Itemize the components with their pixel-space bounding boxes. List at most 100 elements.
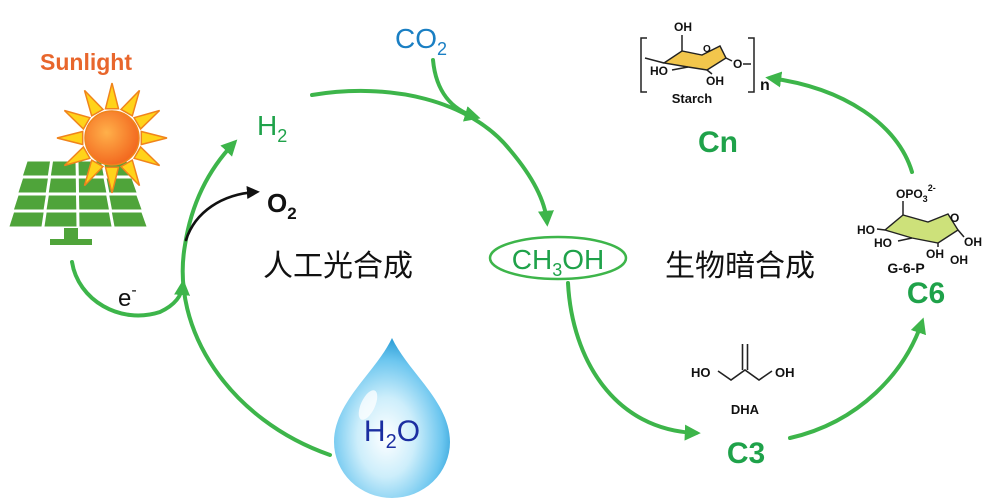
starch-bond-right xyxy=(725,57,733,62)
g6p-group-ho2: HO xyxy=(874,236,892,250)
g6p-group-oh1: OH xyxy=(926,247,944,261)
g6p-group-oh2: OH xyxy=(964,235,982,249)
sun-ray xyxy=(83,89,105,118)
solar-cell xyxy=(78,178,107,193)
g6p-ring-oxygen: O xyxy=(950,211,959,225)
g6p-bond-ho1 xyxy=(876,228,886,231)
sun-disc xyxy=(84,110,140,166)
electron-label: e- xyxy=(118,282,137,312)
sun-ray xyxy=(63,109,92,131)
solar-cell xyxy=(44,212,77,227)
starch-group-top: OH xyxy=(674,20,692,34)
solar-panel-base xyxy=(50,239,92,245)
dha-group-right: OH xyxy=(775,365,795,380)
solar-cell xyxy=(111,212,147,227)
dha-skeleton xyxy=(717,369,773,381)
hydrogen-subscript: 2 xyxy=(277,126,287,146)
starch-repeat-n: n xyxy=(760,77,770,94)
sun-rays xyxy=(56,82,168,194)
solar-cell xyxy=(79,212,112,227)
water-symbol-o: O xyxy=(397,415,420,448)
oxygen-subscript: 2 xyxy=(287,204,296,223)
arrow-water-to-hydrogen xyxy=(180,139,332,457)
sun-ray xyxy=(104,82,120,110)
sunlight-label: Sunlight xyxy=(40,49,132,75)
solar-cell xyxy=(14,195,46,210)
solar-cell xyxy=(18,178,48,193)
g6p-bond-oh2 xyxy=(957,229,965,238)
solar-cell xyxy=(50,161,76,176)
water-symbol-h: H xyxy=(364,415,386,448)
g6p-bond-ho2 xyxy=(897,237,913,242)
starch-bracket-left xyxy=(640,37,647,93)
solar-cell xyxy=(9,212,44,227)
co2-label: CO2 xyxy=(395,23,447,59)
g6p-phosphate-main: OPO xyxy=(896,187,923,201)
electron-charge: - xyxy=(131,282,136,299)
starch-label: Starch xyxy=(672,91,713,106)
starch-group-right: OH xyxy=(706,74,724,88)
co2-subscript: 2 xyxy=(437,39,447,59)
solar-cell xyxy=(48,178,76,193)
starch-bracket-right xyxy=(748,37,755,93)
sun-ray xyxy=(132,145,161,167)
arrow-c3-to-c6 xyxy=(788,317,926,440)
g6p-phosphate-charge: 2- xyxy=(928,183,936,193)
arrow-c6-to-cn xyxy=(765,71,914,174)
sun-ray xyxy=(140,130,168,146)
hydrogen-symbol: H xyxy=(257,110,277,141)
water-drop-highlight xyxy=(358,390,378,420)
starch-ring-oxygen: O xyxy=(703,44,711,55)
c6-label: C6 xyxy=(907,277,945,310)
sun-ray xyxy=(56,130,84,146)
sun-ray xyxy=(132,109,161,131)
methanol-ellipse xyxy=(488,235,628,281)
solar-panel-icon xyxy=(9,161,147,245)
methanol-subscript: 3 xyxy=(552,260,562,280)
g6p-structure xyxy=(876,201,965,247)
dha-group-left: HO xyxy=(691,365,711,380)
dha-label: DHA xyxy=(731,402,760,417)
arrow-methanol-to-c3 xyxy=(566,281,701,441)
hydrogen-label: H2 xyxy=(257,110,287,146)
cn-label: Cn xyxy=(698,126,738,159)
g6p-label: G-6-P xyxy=(887,260,924,276)
solar-cell xyxy=(79,195,109,210)
artificial-photosynthesis-label: 人工光合成 xyxy=(263,250,413,283)
oxygen-label: O2 xyxy=(267,188,297,223)
sun-ray xyxy=(63,145,92,167)
solar-panel-stand xyxy=(64,228,78,240)
sun-ray xyxy=(119,89,141,118)
g6p-group-ho1: HO xyxy=(857,223,875,237)
arrow-co2 xyxy=(431,58,481,122)
methanol-oh: OH xyxy=(562,244,604,275)
starch-bond-ho xyxy=(671,66,689,71)
methanol-label: CH3OH xyxy=(512,244,604,280)
oxygen-symbol: O xyxy=(267,188,287,218)
water-subscript: 2 xyxy=(386,431,397,453)
water-drop-shape xyxy=(334,338,450,498)
g6p-ring xyxy=(883,213,959,244)
starch-link-oxygen: O xyxy=(733,57,742,71)
sun-ray xyxy=(83,158,105,187)
starch-structure xyxy=(640,35,755,93)
arrow-electron xyxy=(70,260,191,318)
arrow-hydrogen-to-methanol xyxy=(310,88,554,227)
g6p-group-oh3: OH xyxy=(950,253,968,267)
starch-bond-oh xyxy=(706,69,713,75)
dha-structure xyxy=(717,344,773,381)
c3-label: C3 xyxy=(727,437,765,470)
electron-symbol: e xyxy=(118,285,131,312)
sun-icon xyxy=(56,82,168,194)
arrow-oxygen xyxy=(184,186,260,242)
sun-ray xyxy=(119,158,141,187)
solar-cell xyxy=(23,161,50,176)
methanol-ch: CH xyxy=(512,244,552,275)
starch-bond-left xyxy=(644,57,665,64)
solar-cell xyxy=(46,195,77,210)
sun-ray xyxy=(104,166,120,194)
water-label: H2O xyxy=(364,415,420,453)
biological-dark-synthesis-label: 生物暗合成 xyxy=(665,250,815,283)
starch-group-left: HO xyxy=(650,64,668,78)
